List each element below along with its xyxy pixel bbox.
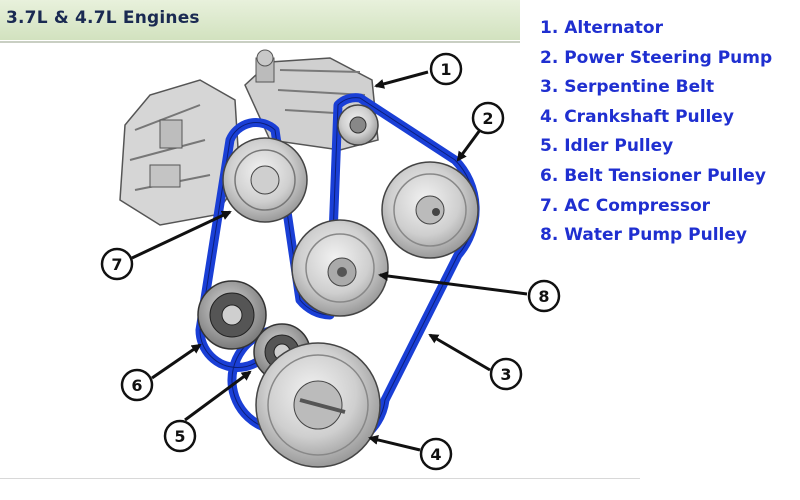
callout-8: 8 <box>527 279 561 313</box>
ac-compressor-pulley <box>222 137 308 223</box>
callout-3-label: 3 <box>500 365 511 384</box>
callout-1-label: 1 <box>440 60 451 79</box>
legend-item-6: 6. Belt Tensioner Pulley <box>540 165 766 186</box>
arrow-1 <box>374 70 429 89</box>
callout-8-label: 8 <box>538 287 549 306</box>
legend-item-5: 5. Idler Pulley <box>540 136 674 157</box>
legend-item-3: 3. Serpentine Belt <box>540 77 715 98</box>
component-legend: 1. Alternator 2. Power Steering Pump 3. … <box>540 14 772 251</box>
callout-7: 7 <box>100 247 134 281</box>
callout-6: 6 <box>120 368 154 402</box>
page-title: 3.7L & 4.7L Engines <box>6 8 200 28</box>
alternator-pulley <box>337 104 379 146</box>
ac-compressor <box>119 79 241 226</box>
arrow-7 <box>131 210 232 260</box>
bottom-divider <box>0 478 640 479</box>
callout-5-label: 5 <box>174 427 185 446</box>
callout-arrows <box>131 70 528 452</box>
arrow-4 <box>368 435 421 452</box>
arrow-2 <box>456 129 482 162</box>
header-band <box>0 0 520 40</box>
callout-4-label: 4 <box>430 445 441 464</box>
callout-4: 4 <box>419 437 453 471</box>
tensioner-pulley <box>197 280 267 350</box>
water-pump-pulley <box>291 219 389 317</box>
power-steering-pulley <box>381 161 479 259</box>
callout-2: 2 <box>471 101 505 135</box>
callout-6-label: 6 <box>131 376 142 395</box>
header-divider <box>0 41 520 43</box>
callout-3: 3 <box>489 357 523 391</box>
callout-2-label: 2 <box>482 109 493 128</box>
arrow-8 <box>378 271 528 296</box>
legend-item-1: 1. Alternator <box>540 18 663 38</box>
arrow-5 <box>184 370 252 422</box>
callout-1: 1 <box>429 52 463 86</box>
legend-item-7: 7. AC Compressor <box>540 195 711 216</box>
arrow-3 <box>428 333 491 372</box>
legend-item-2: 2. Power Steering Pump <box>540 47 773 68</box>
crankshaft-pulley <box>255 342 381 468</box>
arrow-6 <box>151 343 202 380</box>
callout-5: 5 <box>163 419 197 453</box>
callout-7-label: 7 <box>111 255 122 274</box>
legend-item-8: 8. Water Pump Pulley <box>540 225 747 246</box>
legend-item-4: 4. Crankshaft Pulley <box>540 106 734 127</box>
